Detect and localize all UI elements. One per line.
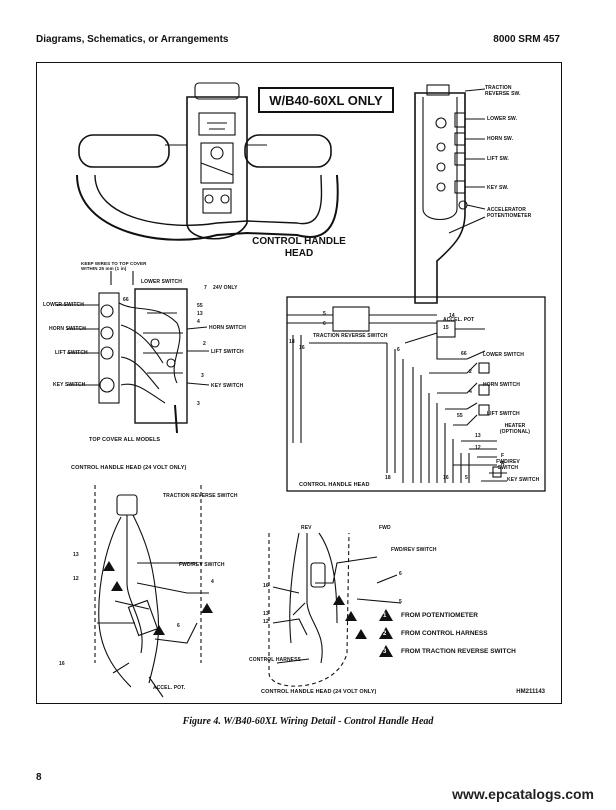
label-key-switch-right: KEY SWITCH <box>211 383 244 389</box>
lower-left-fwd-rev: FWD/REV SWITCH <box>179 562 225 568</box>
figure-code: HM211143 <box>516 689 545 695</box>
wire-f: F <box>501 453 505 459</box>
control-handle-head-label: CONTROL HANDLE HEAD <box>252 236 346 259</box>
figure-caption: Figure 4. W/B40-60XL Wiring Detail - Con… <box>182 716 434 727</box>
wire-5b: 5 <box>465 475 468 481</box>
legend-text-1: FROM POTENTIOMETER <box>401 611 478 619</box>
label-traction-reverse-sw: TRACTION REVERSE SW. <box>485 85 521 97</box>
tag-3b: 3 <box>197 401 200 407</box>
lower-right-footer: CONTROL HANDLE HEAD (24 VOLT ONLY) <box>261 689 377 695</box>
label-key-sw: KEY SW. <box>487 185 509 191</box>
figure-frame: W/B40-60XL ONLY CONTROL HANDLE HEAD TRAC… <box>36 62 562 704</box>
wire-18b: 18 <box>385 475 391 481</box>
label-key-switch: KEY SWITCH <box>53 382 86 388</box>
lower-right-tag-5: 5 <box>399 599 402 605</box>
wire-55: 55 <box>457 413 463 419</box>
lower-left-tag-16: 16 <box>59 661 65 667</box>
tag-2: 2 <box>203 341 206 347</box>
wire-15: 15 <box>443 325 449 331</box>
page-number: 8 <box>36 772 42 783</box>
schematic-lower-switch: LOWER SWITCH <box>483 352 524 358</box>
label-horn-switch: HORN SWITCH <box>49 326 86 332</box>
label-horn-switch-right: HORN SWITCH <box>209 325 246 331</box>
wire-12: 12 <box>475 445 481 451</box>
legend-item-1: 1 FROM POTENTIOMETER <box>379 609 478 621</box>
wire-14: 14 <box>449 313 455 319</box>
label-lower-switch: LOWER SWITCH <box>43 302 84 308</box>
label-lift-switch: LIFT SWITCH <box>55 350 88 356</box>
tag-13: 13 <box>197 311 203 317</box>
schematic-key-switch: KEY SWITCH <box>507 477 540 483</box>
header-doc-code: 8000 SRM 457 <box>493 34 560 45</box>
lower-left-traction-reverse: TRACTION REVERSE SWITCH <box>163 493 238 499</box>
label-24v-only: 24V ONLY <box>213 285 238 291</box>
wire-2: 2 <box>469 369 472 375</box>
label-lift-switch-right: LIFT SWITCH <box>211 349 244 355</box>
legend-text-2: FROM CONTROL HARNESS <box>401 629 488 637</box>
lower-right-fwd-rev: FWD/REV SWITCH <box>391 547 437 553</box>
warning-triangle-icon: 1 <box>379 609 393 621</box>
wire-4: 4 <box>469 389 472 395</box>
wire-r: R <box>501 461 505 467</box>
header-section-title: Diagrams, Schematics, or Arrangements <box>36 34 229 45</box>
schematic-fwd-rev: FWD/REV SWITCH <box>496 459 520 471</box>
legend-item-3: 3 FROM TRACTION REVERSE SWITCH <box>379 645 516 657</box>
watermark: www.epcatalogs.com <box>452 786 594 802</box>
tag-3a: 3 <box>201 373 204 379</box>
lower-left-title: CONTROL HANDLE HEAD (24 VOLT ONLY) <box>71 465 187 471</box>
warning-triangle-icon: 2 <box>379 627 393 639</box>
label-lower-sw: LOWER SW. <box>487 116 518 122</box>
warning-triangle-icon: 3 <box>379 645 393 657</box>
legend-text-3: FROM TRACTION REVERSE SWITCH <box>401 647 516 655</box>
lower-right-tag-16: 16 <box>263 583 269 589</box>
wire-18: 18 <box>289 339 295 345</box>
lower-right-tag-13: 13 <box>263 611 269 617</box>
lower-left-tag-13: 13 <box>73 552 79 558</box>
wire-6: 6 <box>323 321 326 327</box>
lower-left-accel-pot: ACCEL. POT. <box>153 685 186 691</box>
wire-5: 5 <box>323 311 326 317</box>
tag-55: 55 <box>197 303 203 309</box>
wire-13: 13 <box>475 433 481 439</box>
schematic-traction-reverse: TRACTION REVERSE SWITCH <box>313 333 388 339</box>
wire-6b: 6 <box>397 347 400 353</box>
lower-left-tag-6: 6 <box>177 623 180 629</box>
label-top-cover: TOP COVER ALL MODELS <box>89 437 161 443</box>
legend-item-2: 2 FROM CONTROL HARNESS <box>379 627 488 639</box>
schematic-lift-switch: LIFT SWITCH <box>487 411 520 417</box>
tag-66: 66 <box>123 297 129 303</box>
wiring-diagram-art <box>57 82 546 698</box>
label-lift-sw: LIFT SW. <box>487 156 509 162</box>
schematic-heater: HEATER (OPTIONAL) <box>499 423 531 435</box>
tag-4: 4 <box>197 319 200 325</box>
lower-right-fwd: FWD <box>379 525 391 531</box>
schematic-accel-pot: ACCEL. POT <box>443 317 475 323</box>
label-lower-switch-top: LOWER SWITCH <box>141 279 182 285</box>
wire-16b: 16 <box>443 475 449 481</box>
schematic-footer: CONTROL HANDLE HEAD <box>299 482 370 488</box>
label-accelerator-potentiometer: ACCELERATOR POTENTIOMETER <box>487 207 532 219</box>
figure-title-box: W/B40-60XL ONLY <box>258 87 394 113</box>
schematic-horn-switch: HORN SWITCH <box>483 382 520 388</box>
lower-left-tag-12: 12 <box>73 576 79 582</box>
label-keep-wires: KEEP WIRES TO TOP COVER WITHIN 25 mm (1 … <box>81 261 147 271</box>
wire-66: 66 <box>461 351 467 357</box>
lower-right-tag-12: 12 <box>263 619 269 625</box>
wire-16: 16 <box>299 345 305 351</box>
label-horn-sw: HORN SW. <box>487 136 514 142</box>
lower-right-rev: REV <box>301 525 312 531</box>
tag-7: 7 <box>204 285 207 291</box>
lower-right-tag-6: 6 <box>399 571 402 577</box>
lower-left-tag-4: 4 <box>211 579 214 585</box>
lower-right-control-harness: CONTROL HARNESS <box>249 657 301 663</box>
